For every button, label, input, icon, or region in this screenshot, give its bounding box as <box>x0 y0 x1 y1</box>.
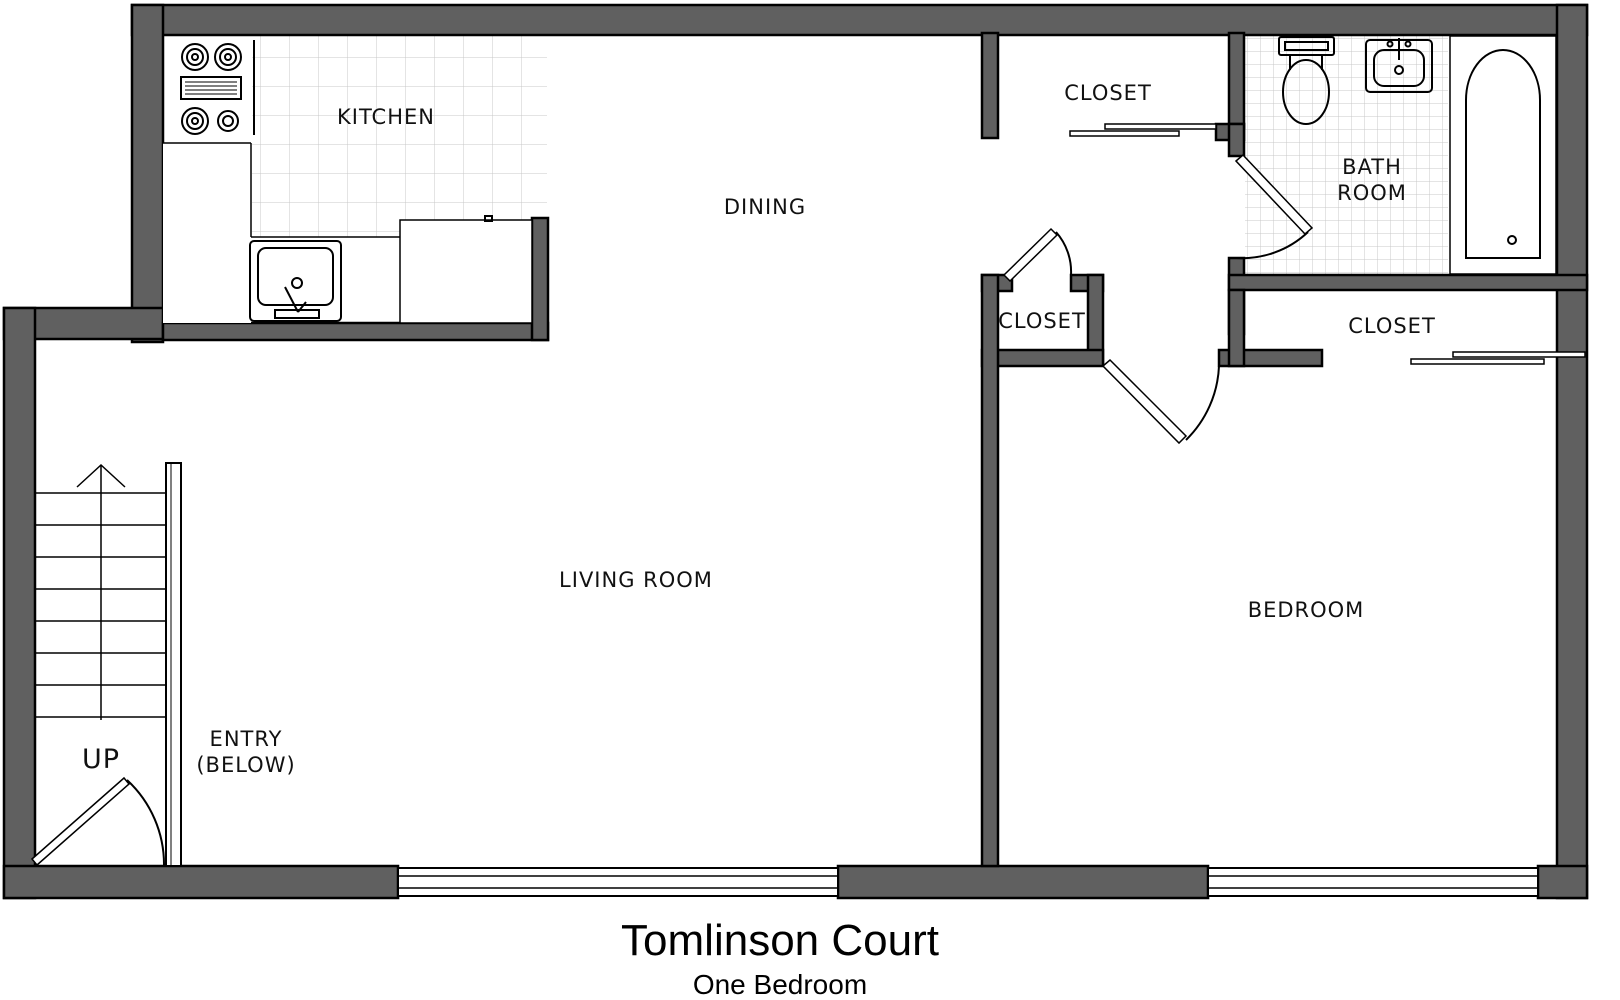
label-entry-line2: (BELOW) <box>196 753 295 777</box>
label-closet-bedroom: CLOSET <box>1348 314 1436 338</box>
label-living-room: LIVING ROOM <box>559 568 713 592</box>
kitchen-sink <box>249 240 342 322</box>
label-kitchen: KITCHEN <box>337 105 435 129</box>
label-dining: DINING <box>724 195 806 219</box>
label-stairs-up: UP <box>82 744 120 775</box>
closet-top-sliding-doors <box>1069 123 1217 137</box>
window-living-room <box>397 867 839 897</box>
interior-walls <box>161 31 1589 868</box>
bathroom-sink <box>1365 38 1433 93</box>
label-closet-middle: CLOSET <box>998 309 1086 333</box>
bathtub <box>1449 35 1557 275</box>
refrigerator <box>399 215 533 324</box>
bathroom-tile-floor <box>1245 36 1448 275</box>
entry-door <box>30 776 166 867</box>
toilet <box>1278 36 1335 125</box>
label-entry-line1: ENTRY <box>210 727 283 751</box>
label-closet-top: CLOSET <box>1064 81 1152 105</box>
closet-bedroom-sliding-doors <box>1410 351 1586 365</box>
stove <box>180 40 255 135</box>
kitchen-tile-floor <box>252 36 547 237</box>
closet-middle-door <box>1002 227 1073 283</box>
label-bathroom-line2: ROOM <box>1337 181 1407 205</box>
window-bedroom <box>1207 867 1539 897</box>
counter <box>163 142 400 323</box>
bedroom-door <box>1101 358 1220 445</box>
staircase <box>35 462 182 867</box>
label-bathroom-line1: BATH <box>1342 155 1402 179</box>
label-bedroom: BEDROOM <box>1248 598 1365 622</box>
exterior-walls <box>2 3 1589 900</box>
bathroom-door <box>1234 153 1314 260</box>
plan-subtitle: One Bedroom <box>693 969 867 1000</box>
plan-title: Tomlinson Court <box>621 916 939 965</box>
